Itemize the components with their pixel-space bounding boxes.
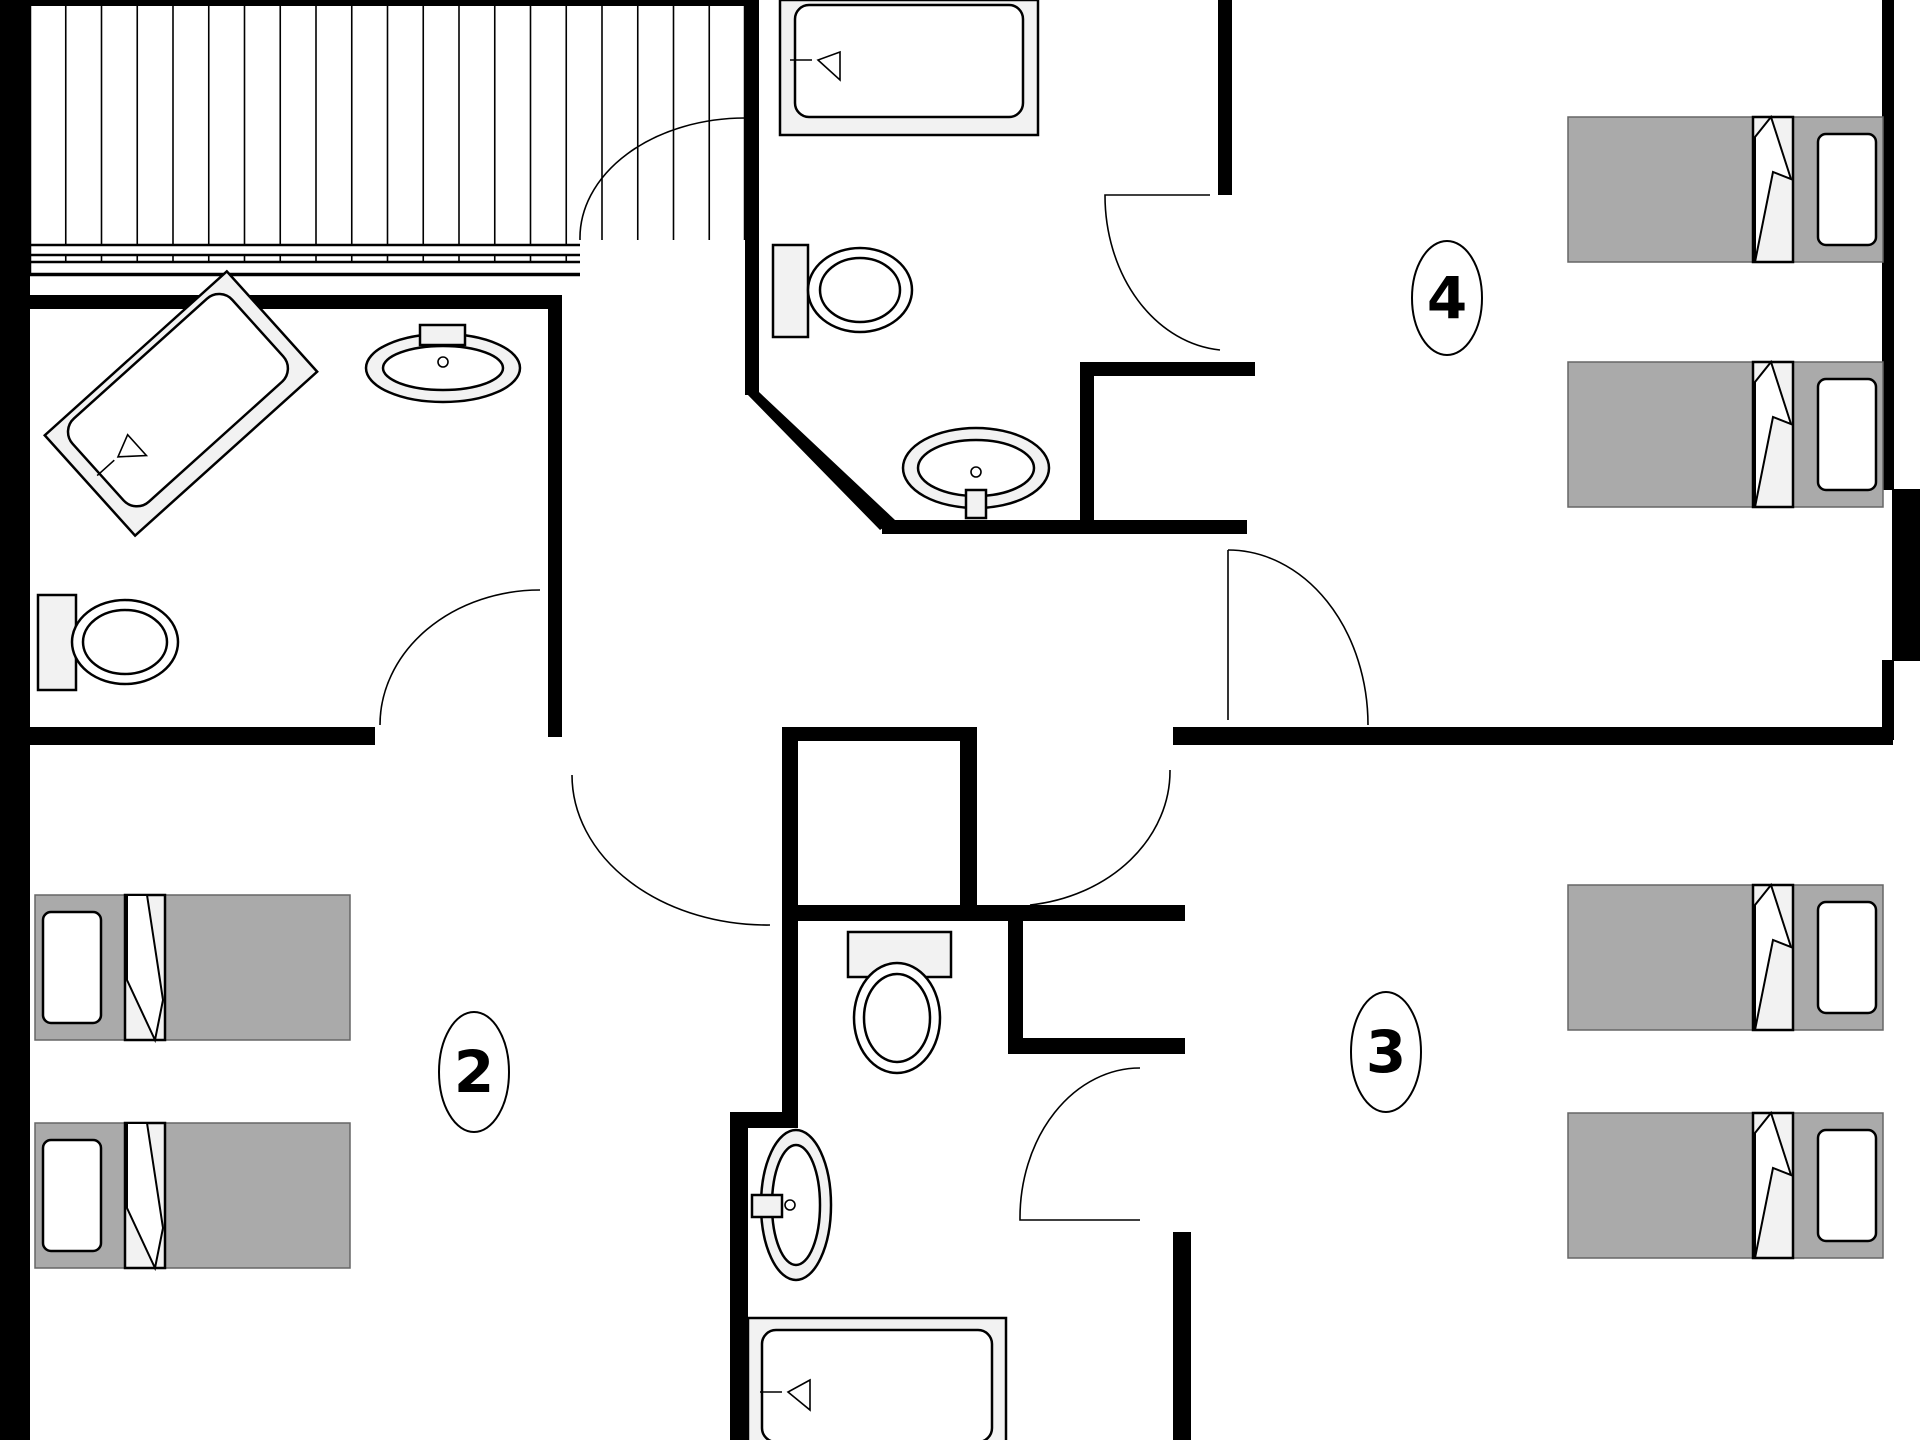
room-number-4: 4	[1427, 264, 1467, 332]
room-label-oval	[1350, 991, 1422, 1113]
toilet-tank	[771, 243, 810, 339]
bed-pillow	[41, 910, 103, 1025]
closet-right-wall	[960, 727, 977, 912]
bed-pillow	[1816, 900, 1878, 1015]
closet4-left-wall	[1080, 362, 1094, 532]
left-outer-wall	[0, 0, 30, 1440]
drain-icon	[784, 1199, 796, 1211]
bath3-left-lower-wall	[730, 1112, 748, 1440]
door-room3	[1029, 769, 1171, 906]
door-room4	[1227, 549, 1369, 726]
bath4-right-wall	[1218, 0, 1232, 195]
bath4-bottom-wall	[882, 520, 1247, 534]
bed-sheet-corner	[1754, 882, 1793, 1031]
bed	[1567, 359, 1884, 509]
closet4-top-wall	[1080, 362, 1255, 376]
bed-pillow	[1816, 132, 1878, 247]
bed	[1567, 1110, 1884, 1260]
bath2-top-wall	[30, 295, 562, 309]
faucet-icon	[964, 488, 988, 520]
toilet-seat	[862, 972, 932, 1064]
bed-sheet-corner	[126, 894, 165, 1044]
bed	[34, 893, 351, 1044]
door-bath3	[1019, 1067, 1141, 1221]
bed-pillow	[1816, 377, 1878, 492]
bath3-fixtures	[746, 930, 1008, 1440]
right-outer-wall-mid	[1882, 660, 1894, 740]
stair-bath-wall	[745, 0, 759, 395]
bathtub-basin	[760, 1328, 994, 1440]
closet-left-wall	[782, 727, 798, 912]
drain-icon	[970, 466, 982, 478]
closet-top-wall	[782, 727, 977, 741]
room-label-2: 2	[438, 1011, 510, 1133]
closet3-left-wall	[1008, 905, 1023, 1053]
bathtub-basin	[793, 3, 1025, 119]
faucet-icon	[96, 433, 149, 477]
room4-room3-wall	[1173, 727, 1893, 745]
faucet-icon	[750, 1193, 784, 1219]
closet3-bottom-wall	[1008, 1038, 1185, 1054]
beds	[34, 114, 1884, 1272]
bed-pillow	[41, 1138, 103, 1253]
bath2-bottom-wall	[30, 727, 375, 745]
bed-sheet-corner	[1754, 114, 1793, 263]
room-label-oval	[1411, 240, 1483, 356]
bath2-right-wall	[548, 295, 562, 737]
bed	[1567, 114, 1884, 264]
door-bath2	[379, 589, 541, 726]
stair-swing-arc	[579, 117, 746, 241]
room-label-4: 4	[1411, 240, 1483, 356]
room-label-oval	[438, 1011, 510, 1133]
bed-sheet-corner	[126, 1122, 165, 1272]
right-outer-wall-upper	[1882, 0, 1894, 490]
landing	[580, 240, 745, 278]
stair-treads	[64, 6, 711, 262]
window	[1892, 489, 1920, 661]
bed	[1567, 882, 1884, 1032]
room-label-3: 3	[1350, 991, 1422, 1113]
bed	[34, 1121, 351, 1272]
faucet-icon	[760, 1378, 811, 1412]
bath4-fixtures	[771, 0, 1051, 520]
sink-basin	[916, 438, 1036, 498]
door-bath4	[1104, 194, 1221, 351]
bed-sheet-corner	[1754, 359, 1793, 508]
stair-top-edge	[30, 0, 745, 6]
bathtub-basin	[66, 292, 290, 508]
toilet-seat	[81, 608, 169, 676]
bath2-fixtures	[36, 269, 522, 692]
room-number-2: 2	[454, 1038, 494, 1106]
bath3-left-upper-wall	[782, 905, 798, 1120]
toilet-seat	[818, 256, 902, 324]
drain-icon	[437, 356, 449, 368]
door-room2	[571, 774, 771, 926]
sink-basin	[381, 344, 505, 392]
bath3-right-wall	[1173, 1232, 1191, 1440]
bath3-top-wall	[782, 905, 1185, 921]
staircase	[28, 0, 747, 278]
faucet-icon	[418, 323, 467, 347]
toilet-tank	[36, 593, 78, 692]
bed-sheet-corner	[1754, 1110, 1793, 1259]
bed-pillow	[1816, 1128, 1878, 1243]
faucet-icon	[790, 50, 841, 82]
doors	[379, 194, 1369, 1221]
room-number-3: 3	[1366, 1018, 1406, 1086]
diagonal-wall	[745, 392, 895, 530]
